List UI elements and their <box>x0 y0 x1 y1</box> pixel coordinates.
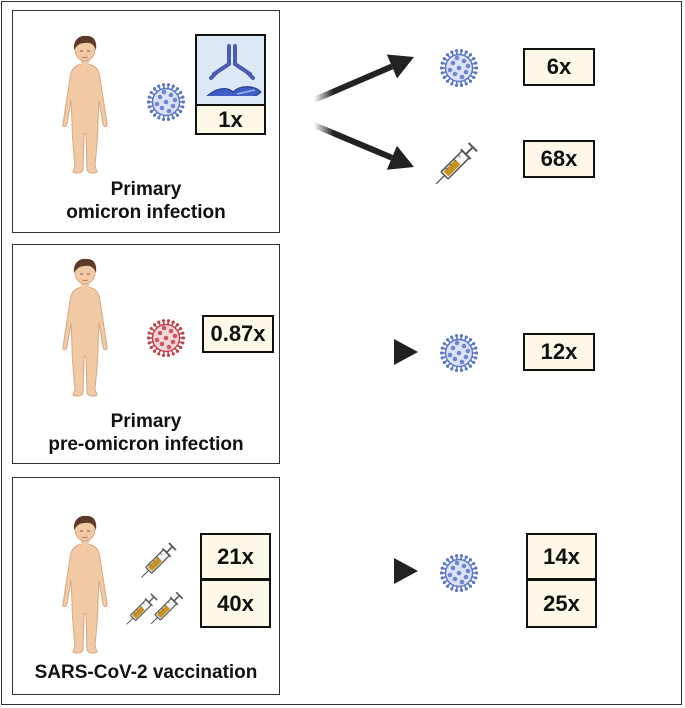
outcome-badge-top: 14x <box>526 533 597 583</box>
syringe-icon <box>435 142 478 185</box>
antibody-icon <box>206 44 262 96</box>
caption-line1: SARS-CoV-2 vaccination <box>34 662 258 683</box>
outcome-badge: 6x <box>523 48 595 86</box>
baseline-badge: 1x <box>197 106 264 133</box>
virus-icon <box>439 49 479 87</box>
caption-line2: pre-omicron infection <box>48 434 244 455</box>
panel-pre-omicron <box>12 244 280 464</box>
outcome-badge: 68x <box>523 140 595 178</box>
antibody-box: 1x <box>195 34 266 135</box>
outcome-badge-bottom: 25x <box>526 581 597 628</box>
child-icon <box>62 515 108 654</box>
caption-line2: omicron infection <box>66 202 226 223</box>
receptor-icon <box>206 86 262 96</box>
baseline-badge: 0.87x <box>202 315 274 353</box>
syringe-icon <box>150 591 184 625</box>
syringe-icon <box>141 542 177 578</box>
baseline-badge-top: 21x <box>200 533 271 583</box>
virus-icon <box>146 319 186 357</box>
virus-icon <box>439 334 479 372</box>
baseline-badge-bottom: 40x <box>200 581 271 628</box>
syringe-icon <box>126 593 158 625</box>
caption-line1: Primary <box>110 179 182 200</box>
child-icon <box>62 35 108 174</box>
virus-icon <box>146 83 186 121</box>
virus-icon <box>439 554 479 592</box>
caption-line1: Primary <box>110 411 182 432</box>
outcome-badge: 12x <box>523 333 595 371</box>
child-icon <box>62 258 108 397</box>
